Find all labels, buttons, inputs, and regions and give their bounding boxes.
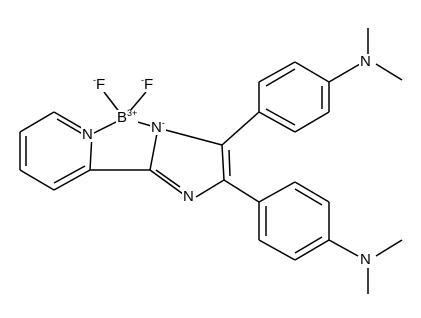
fluorine-right-symbol: F	[144, 76, 154, 93]
boron-symbol: B	[117, 109, 128, 126]
bond-ar2-c2-c3	[294, 181, 330, 203]
bond-im-c5-c4	[221, 144, 225, 181]
bond-n-top-me2	[375, 63, 403, 81]
fluorine-left-symbol: F	[96, 76, 106, 93]
bond-im-c5-c4-inner	[228, 149, 231, 177]
bond-ar2-c4-c5	[294, 239, 330, 261]
bond-pyr-c2-c3	[53, 169, 91, 191]
amine-n-bottom-symbol: N	[360, 251, 371, 268]
bond-im-c4-n3	[195, 179, 225, 198]
bond-c5-aryl1	[221, 111, 260, 146]
bond-ar2-inner-1	[294, 188, 323, 206]
bond-ar2-n	[328, 239, 359, 257]
bond-ar1-c2-c3	[258, 61, 296, 83]
bond-n-bottom-me1	[375, 239, 403, 257]
bond-ar2-c1-c2	[258, 181, 296, 203]
bond-im-n3-c2-inner	[155, 169, 181, 188]
bond-ar1-c6-c1	[258, 111, 296, 133]
amine-n-top-symbol: N	[360, 53, 371, 70]
bond-im-n3-c2	[149, 169, 184, 195]
bond-ar1-inner-3	[265, 108, 296, 126]
imidazole-n-anion-charge: -	[161, 118, 165, 128]
atom-fluorine-right: -F	[140, 75, 155, 93]
atom-amine-n-bottom: N	[359, 252, 372, 267]
bond-pyr-c3-c4	[19, 169, 55, 191]
atom-imidazole-n: N	[182, 189, 195, 204]
bond-ar1-c5-c6	[294, 111, 330, 133]
bond-c4-aryl2	[223, 179, 260, 203]
fluorine-right-charge: -	[141, 75, 144, 85]
bond-pyr-c5-c6	[19, 111, 55, 133]
bond-im-n1-c5	[157, 127, 223, 146]
bond-ar1-c3-c4	[294, 61, 330, 83]
bond-im-c2-n1	[149, 127, 159, 171]
imidazole-n-symbol: N	[183, 188, 194, 205]
atom-amine-n-top: N	[359, 54, 372, 69]
fluorine-left-charge: -	[93, 75, 96, 85]
bond-ar1-n	[328, 63, 361, 83]
boron-charge: 3+	[127, 108, 138, 118]
atom-imidazole-n-anion: N-	[150, 118, 166, 136]
imidazole-n-anion-symbol: N	[151, 119, 162, 136]
atom-fluorine-left: -F	[92, 75, 107, 93]
bond-ar1-inner-1	[265, 68, 296, 87]
pyridine-nitrogen-symbol: N	[82, 126, 93, 143]
bond-ar2-inner-2	[294, 236, 323, 254]
atom-boron: B3+	[116, 108, 139, 126]
bond-pyr-inner-1	[53, 165, 86, 184]
atom-pyridine-nitrogen: N	[81, 127, 94, 142]
bond-ar2-c5-c6	[258, 239, 296, 261]
